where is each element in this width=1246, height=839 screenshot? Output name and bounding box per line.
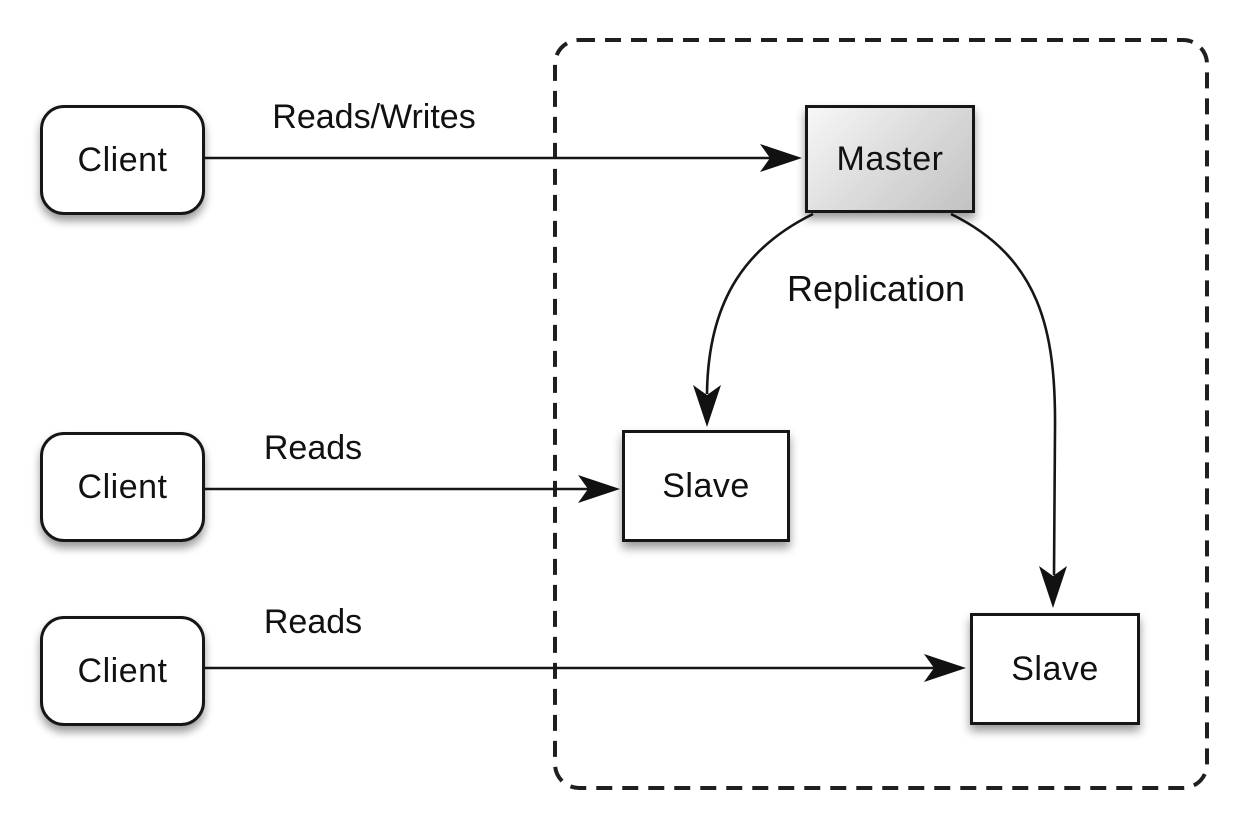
server-group-dashed-boundary [553, 38, 1209, 790]
node-slave-middle-label: Slave [662, 466, 750, 505]
node-client-2-label: Client [77, 467, 168, 506]
edge-label-replication: Replication [786, 268, 966, 309]
edge-label-reads-middle: Reads [263, 429, 363, 467]
edge-label-reads-bottom: Reads [263, 603, 363, 641]
edge-replication-right-curve [950, 212, 1057, 576]
edge-replication-left-curve [705, 212, 814, 395]
node-client-1-label: Client [77, 140, 168, 179]
edge-reads-middle-arrowhead [578, 475, 620, 503]
edge-reads-writes-arrowhead [760, 144, 802, 172]
edge-replication-right-arrowhead [1039, 566, 1067, 608]
node-slave-bottom-label: Slave [1011, 649, 1099, 688]
node-client-2: Client [40, 432, 205, 542]
node-master-label: Master [836, 139, 944, 178]
node-client-3-label: Client [77, 651, 168, 690]
node-slave-bottom: Slave [970, 613, 1140, 725]
node-client-3: Client [40, 616, 205, 726]
edge-label-reads-writes: Reads/Writes [272, 98, 476, 136]
node-master: Master [805, 105, 975, 213]
edge-replication-left-arrowhead [693, 385, 721, 427]
node-slave-middle: Slave [622, 430, 790, 542]
edge-reads-bottom-arrowhead [924, 654, 966, 682]
node-client-1: Client [40, 105, 205, 215]
